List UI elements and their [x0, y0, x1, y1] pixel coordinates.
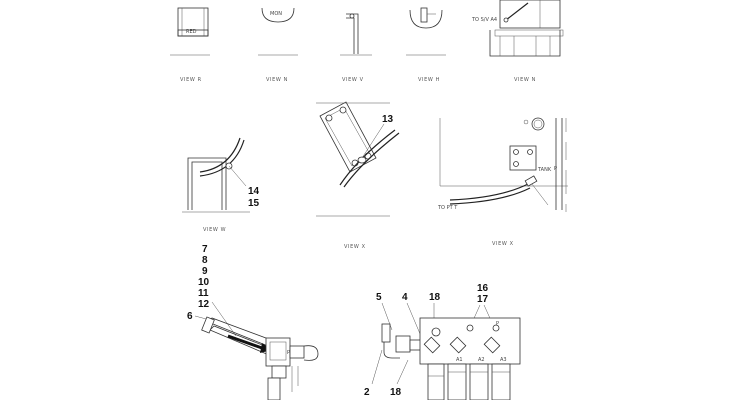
callout-17: 17 [477, 294, 489, 305]
callout-12: 12 [198, 299, 210, 310]
callout-13: 13 [382, 114, 394, 125]
callout-2: 2 [364, 387, 370, 398]
port-p: P [287, 350, 290, 356]
top-view-3: VIEW V [340, 13, 372, 83]
mid-view-x-13-label: VIEW X [344, 244, 366, 250]
top-view-2-sublabel: MON [270, 11, 282, 17]
note-p: P [554, 166, 557, 172]
bottom-left-assembly: 7 8 9 10 11 12 6 P [187, 244, 319, 400]
port-a1: A1 [456, 357, 463, 363]
callout-9: 9 [202, 266, 208, 277]
top-view-1: RED VIEW R [170, 7, 210, 83]
mid-view-x-tank: TANK TO PT T P VIEW X [437, 117, 568, 247]
top-view-2: MON VIEW N [258, 7, 298, 83]
top-view-5: TO S/V A4 VIEW N [471, 0, 564, 83]
port-p-manifold: P [496, 321, 499, 327]
callout-14: 14 [248, 186, 260, 197]
mid-view-x-tank-label: VIEW X [492, 241, 514, 247]
top-view-1-sublabel: RED [186, 29, 197, 35]
callout-18-bottom: 18 [390, 387, 402, 398]
port-a3: A3 [500, 357, 507, 363]
port-a2: A2 [478, 357, 485, 363]
callout-7: 7 [202, 244, 208, 255]
callout-8: 8 [202, 255, 208, 266]
callout-11: 11 [198, 288, 209, 299]
callout-16: 16 [477, 283, 489, 294]
note-to-pt: TO PT T [437, 205, 458, 211]
mid-view-w-label: VIEW W [203, 227, 226, 233]
callout-4: 4 [402, 292, 408, 303]
top-view-4-label: VIEW H [418, 77, 440, 83]
top-view-5-sublabel: TO S/V A4 [471, 17, 497, 23]
top-view-4: VIEW H [406, 7, 446, 83]
top-view-1-label: VIEW R [180, 77, 202, 83]
note-tank: TANK [537, 167, 552, 173]
top-view-2-label: VIEW N [266, 77, 288, 83]
top-view-3-label: VIEW V [342, 77, 364, 83]
mid-view-w: 14 15 VIEW W [182, 137, 260, 233]
top-view-5-label: VIEW N [514, 77, 536, 83]
callout-10: 10 [198, 277, 210, 288]
callout-15: 15 [248, 198, 260, 209]
callout-6: 6 [187, 311, 193, 322]
callout-5: 5 [376, 292, 382, 303]
mid-view-x-13: 13 VIEW X [316, 101, 400, 250]
bottom-right-manifold: 5 4 18 16 17 2 18 P A1 A2 A3 [364, 283, 521, 400]
callout-18-top: 18 [429, 292, 441, 303]
